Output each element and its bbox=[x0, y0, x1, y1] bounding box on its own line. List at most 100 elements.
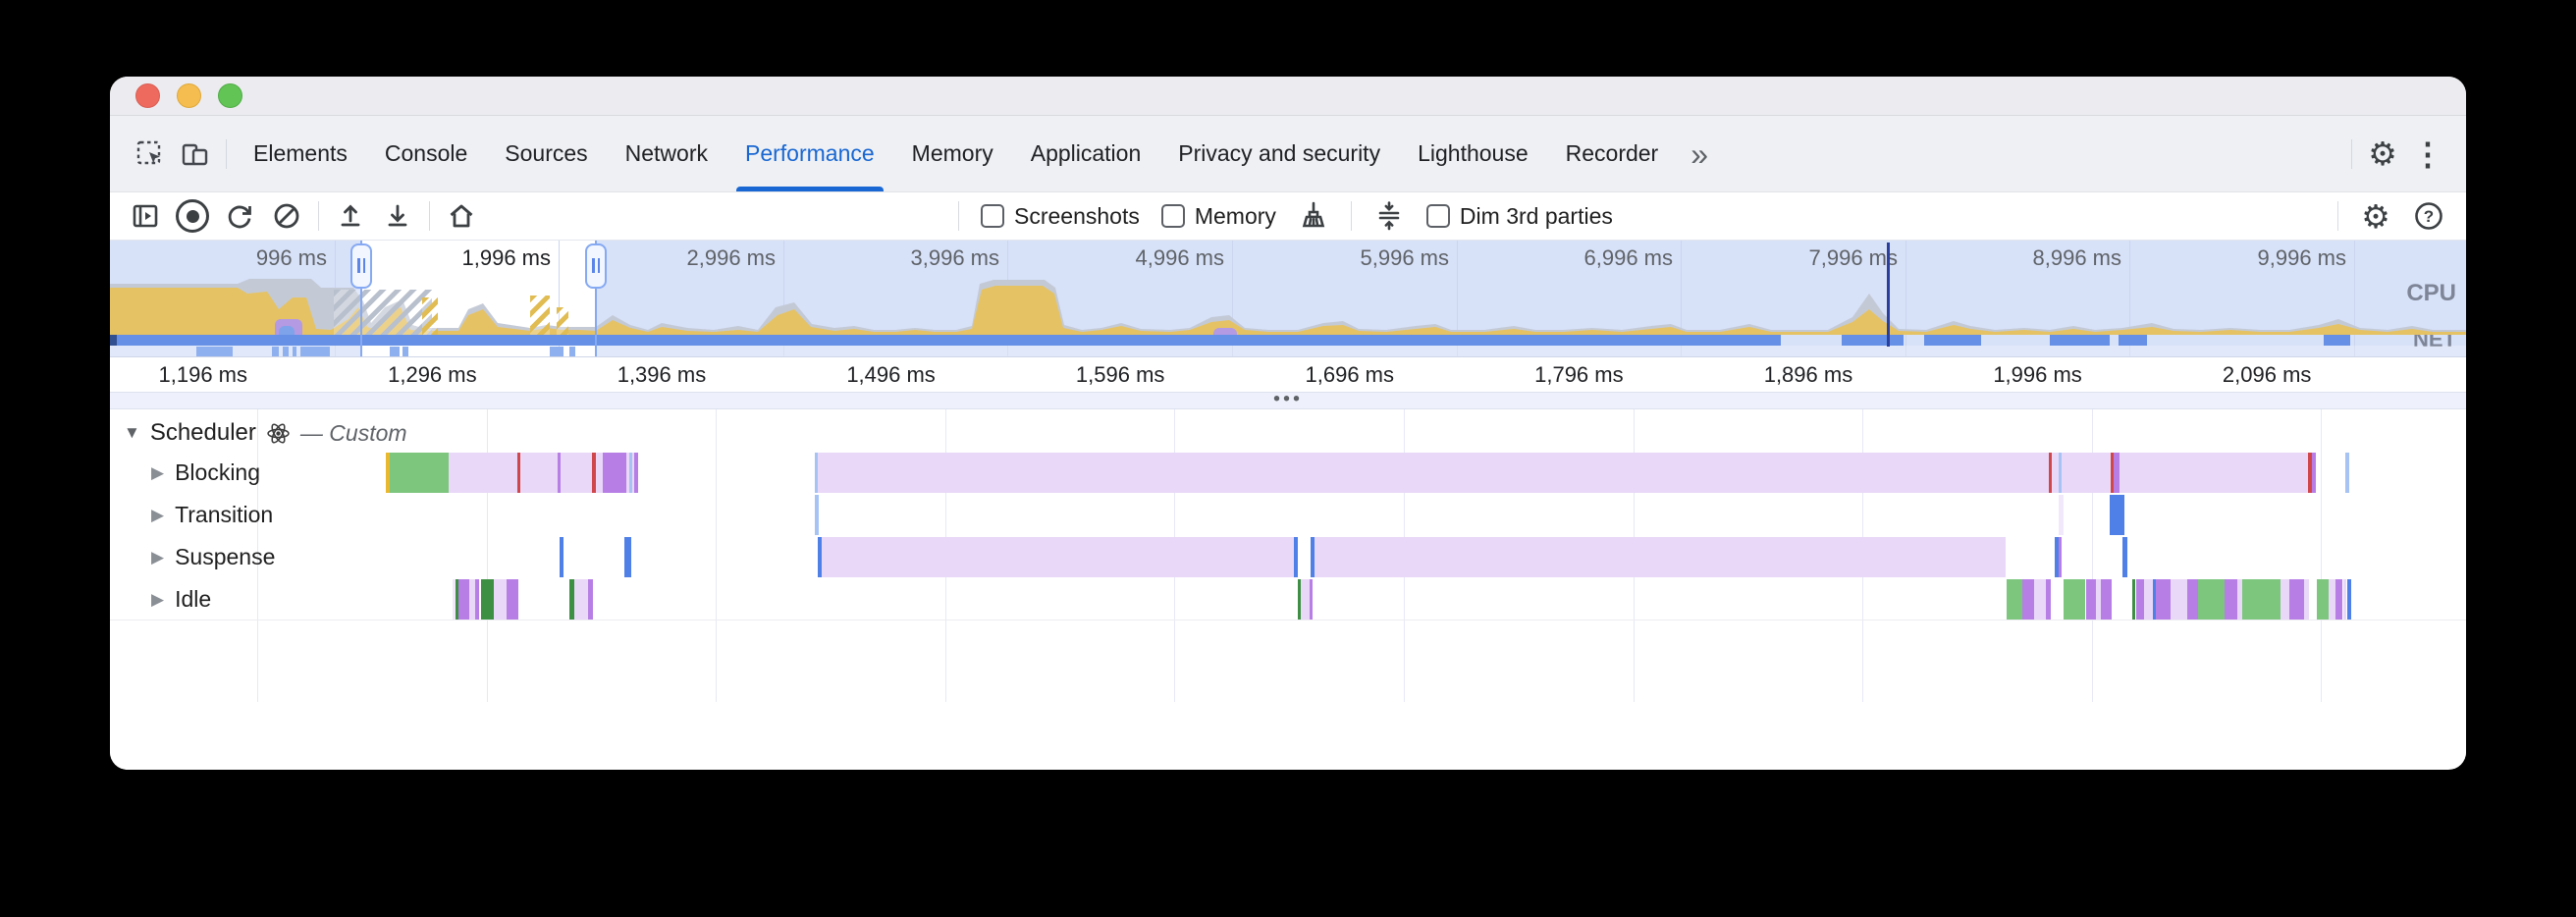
track-event-segment[interactable] bbox=[2055, 537, 2059, 577]
inspect-element-icon[interactable] bbox=[128, 132, 173, 177]
track-event-segment[interactable] bbox=[2171, 579, 2187, 620]
track-event-segment[interactable] bbox=[818, 537, 822, 577]
net-request-subsegment[interactable] bbox=[402, 347, 408, 356]
upload-profile-icon[interactable] bbox=[329, 194, 372, 238]
track-event-segment[interactable] bbox=[469, 579, 475, 620]
expand-triangle-icon[interactable]: ▶ bbox=[151, 547, 165, 566]
track-event-segment[interactable] bbox=[588, 579, 593, 620]
track-row-label-blocking[interactable]: ▶Blocking bbox=[151, 459, 260, 486]
clear-recording-icon[interactable] bbox=[265, 194, 308, 238]
checkbox-box[interactable] bbox=[1160, 204, 1185, 228]
expand-triangle-icon[interactable]: ▶ bbox=[151, 589, 165, 609]
window-titlebar[interactable] bbox=[110, 77, 2466, 116]
track-event-segment[interactable] bbox=[2059, 537, 2062, 577]
track-event-segment[interactable] bbox=[2289, 579, 2304, 620]
close-window-button[interactable] bbox=[135, 83, 160, 108]
track-event-segment[interactable] bbox=[2086, 579, 2096, 620]
track-event-segment[interactable] bbox=[1301, 579, 1310, 620]
track-event-segment[interactable] bbox=[517, 453, 520, 493]
track-event-segment[interactable] bbox=[815, 453, 818, 493]
track-event-segment[interactable] bbox=[2136, 579, 2144, 620]
help-icon[interactable]: ? bbox=[2407, 194, 2450, 238]
zoom-window-button[interactable] bbox=[218, 83, 242, 108]
track-event-segment[interactable] bbox=[2343, 579, 2346, 620]
net-request-segment[interactable] bbox=[1842, 335, 1904, 346]
net-request-segment[interactable] bbox=[1924, 335, 1981, 346]
track-group-header[interactable]: ▼ Scheduler — Custom bbox=[124, 419, 407, 447]
net-request-subsegment[interactable] bbox=[550, 347, 564, 356]
track-event-segment[interactable] bbox=[520, 453, 558, 493]
tab-sources[interactable]: Sources bbox=[486, 116, 606, 191]
track-event-segment[interactable] bbox=[2304, 579, 2309, 620]
track-event-segment[interactable] bbox=[1311, 537, 1315, 577]
collect-garbage-icon[interactable] bbox=[1292, 194, 1335, 238]
track-event-segment[interactable] bbox=[1294, 537, 1298, 577]
track-event-segment[interactable] bbox=[629, 453, 632, 493]
net-request-subsegment[interactable] bbox=[569, 347, 575, 356]
track-event-segment[interactable] bbox=[458, 579, 469, 620]
track-event-segment[interactable] bbox=[2225, 579, 2237, 620]
track-event-segment[interactable] bbox=[2101, 579, 2112, 620]
net-request-subsegment[interactable] bbox=[283, 347, 289, 356]
net-request-segment[interactable] bbox=[110, 335, 1781, 346]
track-event-segment[interactable] bbox=[2059, 495, 2064, 535]
track-event-segment[interactable] bbox=[2046, 579, 2051, 620]
net-request-subsegment[interactable] bbox=[390, 347, 400, 356]
track-event-segment[interactable] bbox=[2064, 579, 2085, 620]
track-event-segment[interactable] bbox=[2049, 453, 2052, 493]
tab-recorder[interactable]: Recorder bbox=[1547, 116, 1678, 191]
track-event-segment[interactable] bbox=[2034, 579, 2046, 620]
track-event-segment[interactable] bbox=[2153, 579, 2156, 620]
track-event-segment[interactable] bbox=[2132, 579, 2135, 620]
tab-performance[interactable]: Performance bbox=[726, 116, 893, 191]
checkbox-box[interactable] bbox=[981, 204, 1004, 228]
track-event-segment[interactable] bbox=[603, 453, 626, 493]
devtools-menu-kebab-icon[interactable]: ⋮ bbox=[2405, 132, 2450, 177]
tab-application[interactable]: Application bbox=[1012, 116, 1160, 191]
dim-3rd-parties-checkbox[interactable]: Dim 3rd parties bbox=[1421, 203, 1619, 230]
track-event-segment[interactable] bbox=[2059, 453, 2062, 493]
net-request-subsegment[interactable] bbox=[300, 347, 330, 356]
track-event-segment[interactable] bbox=[453, 579, 456, 620]
track-event-segment[interactable] bbox=[2156, 579, 2171, 620]
track-event-segment[interactable] bbox=[2114, 453, 2120, 493]
track-event-segment[interactable] bbox=[456, 579, 458, 620]
track-event-segment[interactable] bbox=[1310, 579, 1313, 620]
selection-handle-left[interactable] bbox=[350, 243, 372, 289]
minimize-window-button[interactable] bbox=[177, 83, 201, 108]
track-row-label-transition[interactable]: ▶Transition bbox=[151, 502, 273, 528]
track-event-segment[interactable] bbox=[507, 579, 518, 620]
track-event-segment[interactable] bbox=[2237, 579, 2242, 620]
track-event-segment[interactable] bbox=[2308, 453, 2312, 493]
tab-console[interactable]: Console bbox=[366, 116, 486, 191]
track-event-segment[interactable] bbox=[2096, 579, 2101, 620]
checkbox-box[interactable] bbox=[1425, 204, 1450, 228]
net-request-segment[interactable] bbox=[2050, 335, 2110, 346]
track-event-segment[interactable] bbox=[574, 579, 588, 620]
track-event-segment[interactable] bbox=[634, 453, 638, 493]
track-event-segment[interactable] bbox=[2242, 579, 2281, 620]
track-area[interactable]: ▼ Scheduler — Custom ▶Blocking ▶Transitio… bbox=[110, 409, 2466, 702]
track-event-segment[interactable] bbox=[815, 495, 819, 535]
track-event-segment[interactable] bbox=[2345, 453, 2349, 493]
reload-and-record-icon[interactable] bbox=[218, 194, 261, 238]
track-event-segment[interactable] bbox=[2317, 579, 2329, 620]
collapse-tracks-icon[interactable] bbox=[1368, 194, 1411, 238]
track-row-label-idle[interactable]: ▶Idle bbox=[151, 586, 211, 613]
tab-network[interactable]: Network bbox=[607, 116, 726, 191]
track-event-segment[interactable] bbox=[596, 453, 603, 493]
selection-handle-right[interactable] bbox=[585, 243, 607, 289]
tab-elements[interactable]: Elements bbox=[235, 116, 366, 191]
track-event-segment[interactable] bbox=[2281, 579, 2289, 620]
more-tabs-icon[interactable]: » bbox=[1677, 138, 1722, 170]
track-event-segment[interactable] bbox=[592, 453, 596, 493]
capture-settings-gear-icon[interactable]: ⚙ bbox=[2354, 194, 2397, 238]
track-event-segment[interactable] bbox=[2198, 579, 2225, 620]
tab-lighthouse[interactable]: Lighthouse bbox=[1399, 116, 1547, 191]
track-event-segment[interactable] bbox=[2312, 453, 2316, 493]
collapse-triangle-icon[interactable]: ▼ bbox=[124, 423, 140, 442]
track-event-segment[interactable] bbox=[558, 453, 561, 493]
divider-drag-handle[interactable]: ••• bbox=[1272, 388, 1304, 410]
tab-privacy-and-security[interactable]: Privacy and security bbox=[1159, 116, 1399, 191]
track-event-segment[interactable] bbox=[818, 453, 2316, 493]
